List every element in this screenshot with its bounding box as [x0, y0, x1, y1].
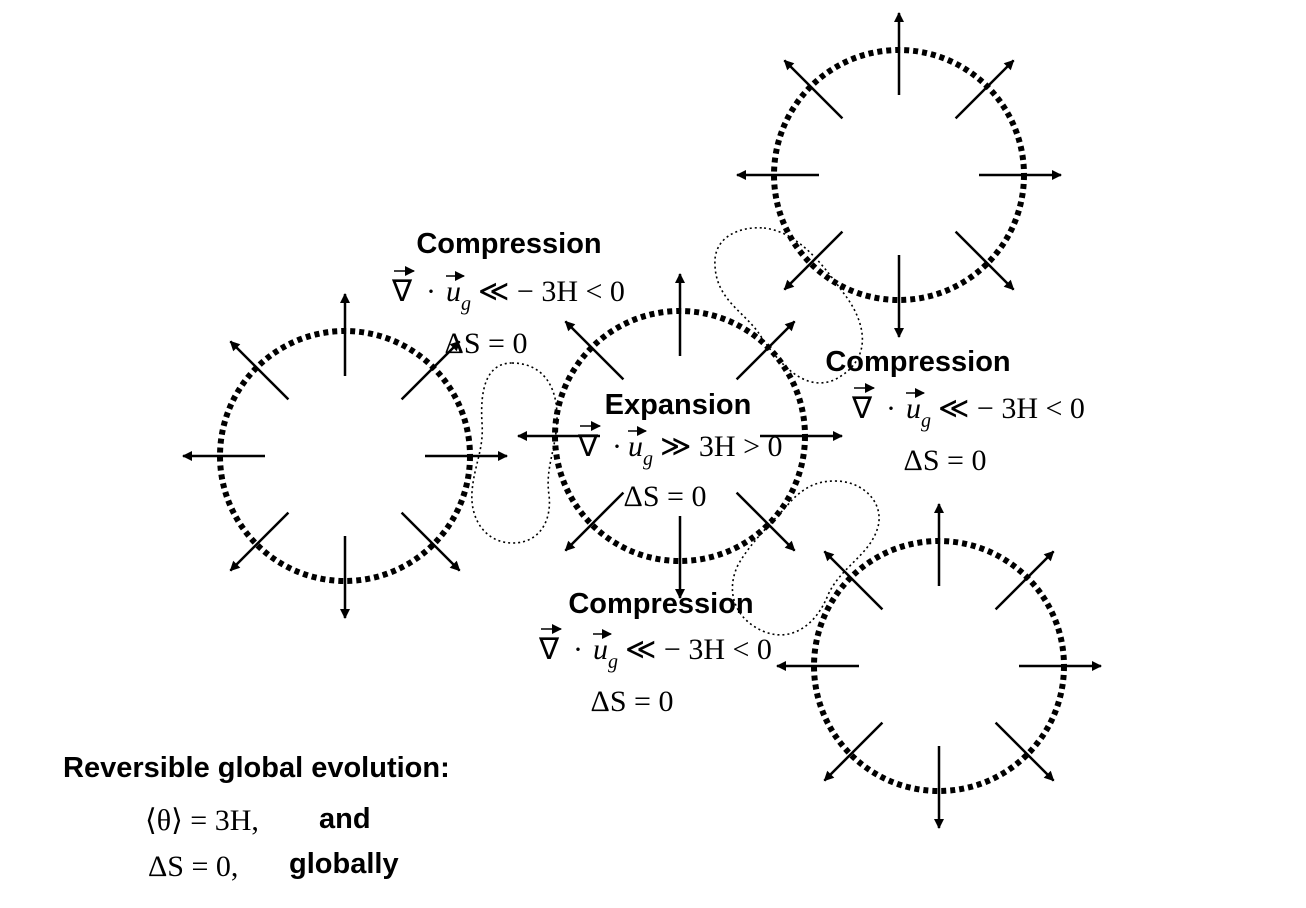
outward-velocity-arrow — [400, 340, 461, 401]
compression-lobe-left — [471, 362, 558, 544]
compression-title: Compression — [825, 346, 1010, 378]
svg-text:∇: ∇ — [538, 633, 560, 666]
svg-text:u: u — [906, 392, 921, 425]
outward-velocity-arrow — [954, 59, 1015, 120]
region-circle-top-right — [736, 12, 1062, 338]
region-circle-bottom-right — [776, 503, 1102, 829]
outward-velocity-arrow — [229, 340, 290, 401]
compression-label-top: Compression ∇ · u g ≪ − 3H < 0 ΔS = 0 — [391, 228, 625, 360]
divergence-expression: ∇ · u g ≫ 3H > 0 — [577, 421, 783, 470]
outward-velocity-arrow — [823, 721, 884, 782]
svg-text:g: g — [608, 651, 618, 673]
svg-text:·: · — [886, 392, 896, 425]
compression-lobe-bottom-right — [731, 480, 880, 636]
summary-globally-word: globally — [289, 848, 399, 880]
compression-title: Compression — [416, 228, 601, 260]
summary-average-theta: ⟨θ⟩ = 3H, — [145, 804, 259, 837]
circles-layer — [182, 12, 1102, 829]
outward-velocity-arrow — [783, 59, 844, 120]
svg-text:≪ − 3H < 0: ≪ − 3H < 0 — [938, 392, 1085, 425]
compression-label-right: Compression ∇ · u g ≪ − 3H < 0 ΔS = 0 — [825, 346, 1085, 477]
outward-velocity-arrow — [229, 511, 290, 572]
compression-label-bottom: Compression ∇ · u g ≪ − 3H < 0 ΔS = 0 — [538, 588, 772, 718]
summary-and-word: and — [319, 803, 371, 835]
svg-text:·: · — [612, 430, 622, 463]
outward-velocity-arrow — [735, 491, 796, 552]
expansion-label: Expansion ∇ · u g ≫ 3H > 0 ΔS = 0 — [577, 389, 783, 513]
outward-velocity-arrow — [564, 320, 625, 381]
svg-text:∇: ∇ — [577, 430, 599, 463]
region-circle-center — [517, 273, 843, 599]
outward-velocity-arrow — [783, 230, 844, 291]
divergence-expression: ∇ · u g ≪ − 3H < 0 — [538, 624, 772, 673]
svg-text:≪ − 3H < 0: ≪ − 3H < 0 — [625, 633, 772, 666]
svg-text:u: u — [628, 430, 643, 463]
summary-entropy: ΔS = 0, — [148, 850, 238, 883]
outward-velocity-arrow — [735, 320, 796, 381]
outward-velocity-arrow — [954, 230, 1015, 291]
outward-velocity-arrow — [994, 550, 1055, 611]
summary-block: Reversible global evolution: ⟨θ⟩ = 3H, a… — [63, 752, 450, 883]
region-circle-left — [182, 293, 508, 619]
svg-text:u: u — [593, 633, 608, 666]
outward-velocity-arrow — [564, 491, 625, 552]
outward-velocity-arrow — [400, 511, 461, 572]
divergence-expression: ∇ · u g ≪ − 3H < 0 — [851, 383, 1085, 432]
outward-velocity-arrow — [823, 550, 884, 611]
summary-title: Reversible global evolution: — [63, 752, 450, 784]
svg-text:u: u — [446, 275, 461, 308]
svg-text:g: g — [643, 448, 653, 470]
expansion-title: Expansion — [605, 389, 752, 421]
outward-velocity-arrow — [994, 721, 1055, 782]
svg-text:·: · — [573, 633, 583, 666]
entropy-equation: ΔS = 0 — [591, 685, 674, 718]
entropy-equation: ΔS = 0 — [624, 480, 707, 513]
svg-text:g: g — [921, 410, 931, 432]
svg-text:≪ − 3H < 0: ≪ − 3H < 0 — [478, 275, 625, 308]
entropy-equation: ΔS = 0 — [445, 327, 528, 360]
compression-title: Compression — [568, 588, 753, 620]
divergence-expression: ∇ · u g ≪ − 3H < 0 — [391, 266, 625, 315]
svg-text:·: · — [426, 275, 436, 308]
svg-text:∇: ∇ — [391, 275, 413, 308]
svg-text:g: g — [461, 293, 471, 315]
svg-text:≫ 3H > 0: ≫ 3H > 0 — [660, 430, 783, 463]
entropy-equation: ΔS = 0 — [904, 444, 987, 477]
svg-text:∇: ∇ — [851, 392, 873, 425]
